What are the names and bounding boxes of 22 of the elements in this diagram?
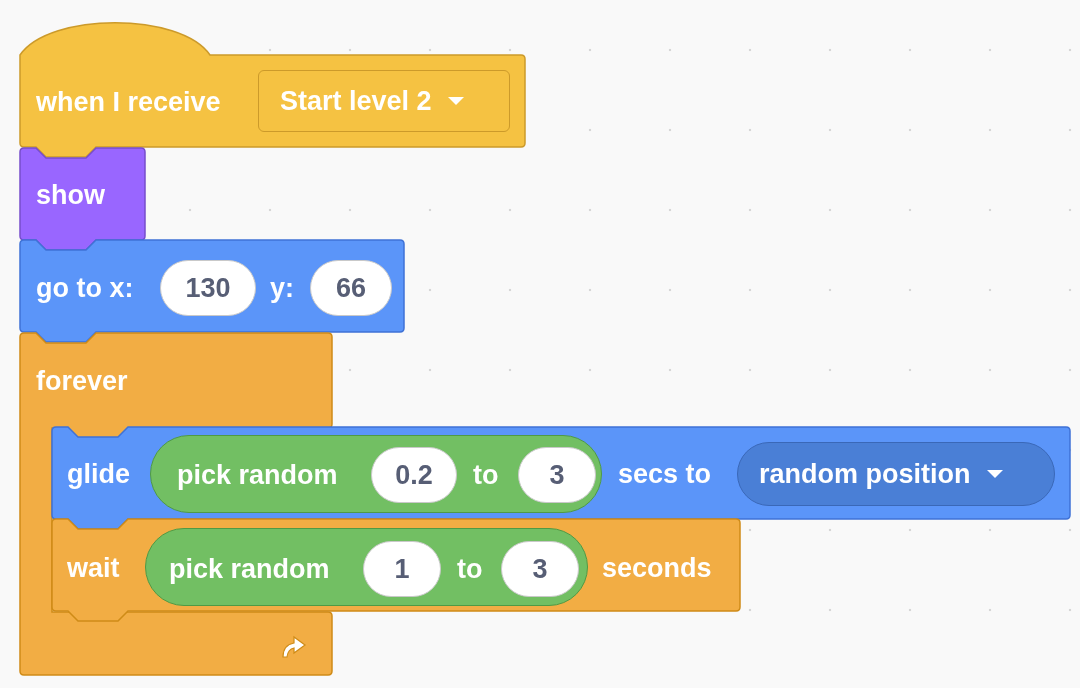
block-label: to	[457, 553, 483, 585]
block-label: show	[36, 179, 105, 211]
number-input: 3	[501, 541, 579, 597]
number-input: 1	[363, 541, 441, 597]
block-label: secs to	[618, 458, 712, 490]
block-label: pick random	[169, 553, 330, 585]
number-input: 3	[518, 447, 596, 503]
block-label: forever	[36, 365, 128, 397]
dropdown-menu: random position	[737, 442, 1055, 506]
block-label: seconds	[602, 552, 712, 584]
block-label: go to x:	[36, 272, 134, 304]
dropdown-menu: Start level 2	[258, 70, 510, 132]
block-label: pick random	[177, 459, 338, 491]
block-label: when I receive	[36, 86, 221, 118]
number-input: 0.2	[371, 447, 457, 503]
block-label: glide	[67, 458, 130, 490]
block-label: y:	[270, 272, 294, 304]
command-block	[52, 427, 1070, 529]
block-label: wait	[67, 552, 120, 584]
command-block	[52, 519, 740, 621]
command-block	[20, 240, 404, 342]
block-label: to	[473, 459, 499, 491]
